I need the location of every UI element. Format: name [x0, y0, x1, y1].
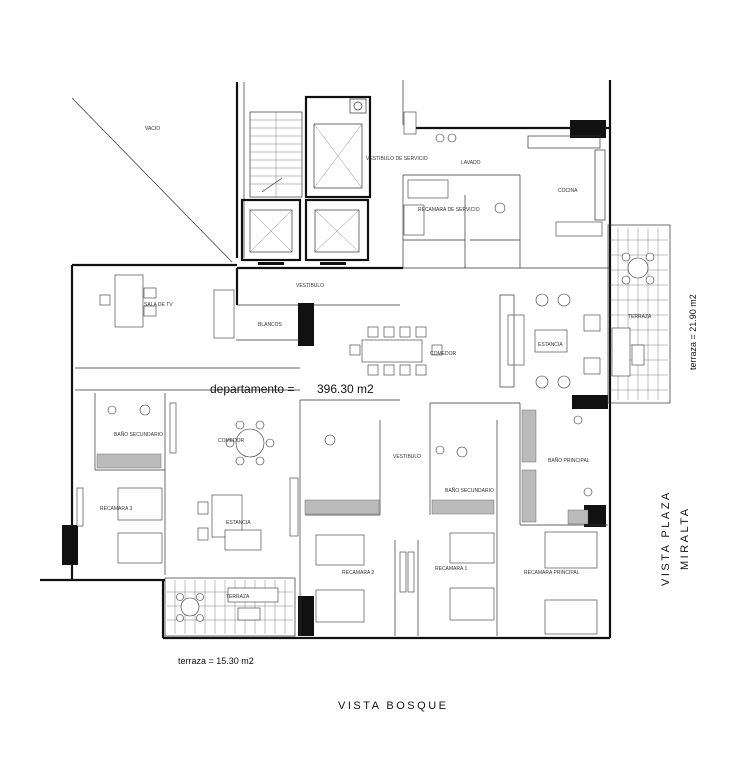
- room-estancia-main: ESTANCIA: [538, 342, 563, 348]
- room-vacio: VACIO: [145, 126, 160, 132]
- view-label-right-line2: MIRALTA: [679, 506, 691, 570]
- room-lavado: LAVADO: [461, 160, 481, 166]
- terrace-bottom-area: terraza = 15.30 m2: [178, 656, 254, 666]
- room-sala-tv: SALA DE TV: [144, 302, 173, 308]
- room-bano-principal: BAÑO PRINCIPAL: [548, 457, 590, 464]
- room-terraza-bottom: TERRAZA: [226, 594, 250, 600]
- room-terraza-right: TERRAZA: [628, 314, 652, 320]
- room-recamara-servicio: RECAMARA DE SERVICIO: [418, 207, 480, 213]
- room-labels: VACIO VESTIBULO DE SERVICIO LAVADO COCIN…: [100, 126, 652, 600]
- room-recamara-2: RECAMARA 2: [342, 570, 374, 576]
- room-vestibulo-top: VESTIBULO: [296, 283, 324, 289]
- view-label-right-line1: VISTA PLAZA: [660, 490, 672, 586]
- room-cocina: COCINA: [558, 188, 578, 194]
- terrace-right-area: terraza = 21.90 m2: [688, 294, 698, 370]
- exterior-walls: [40, 80, 612, 640]
- void-diagonal-line: [71, 97, 233, 263]
- room-bano-secundario-left: BAÑO SECUNDARIO: [114, 431, 163, 438]
- area-label: departamento =: [210, 382, 294, 396]
- terrace-right: [607, 224, 671, 404]
- area-value: 396.30 m2: [317, 382, 374, 396]
- room-bano-secundario-right: BAÑO SECUNDARIO: [445, 487, 494, 494]
- room-vestibulo-mid: VESTIBULO: [393, 454, 421, 460]
- view-label-bottom: VISTA BOSQUE: [338, 700, 449, 712]
- vertical-core: [235, 82, 372, 265]
- area-title: departamento = 396.30 m2: [210, 382, 374, 396]
- furniture: [76, 111, 606, 635]
- terrace-bottom: [164, 577, 296, 637]
- room-blancos: BLANCOS: [258, 322, 283, 328]
- room-recamara-3: RECAMARA 3: [100, 506, 132, 512]
- room-comedor-left: COMEDOR: [218, 438, 245, 444]
- room-recamara-1: RECAMARA 1: [435, 566, 467, 572]
- room-vestibulo-servicio: VESTIBULO DE SERVICIO: [366, 156, 428, 162]
- interior-walls: [75, 174, 608, 636]
- room-recamara-principal: RECAMARA PRINCIPAL: [524, 570, 580, 576]
- room-comedor-main: COMEDOR: [430, 351, 457, 357]
- room-estancia-left: ESTANCIA: [226, 520, 251, 526]
